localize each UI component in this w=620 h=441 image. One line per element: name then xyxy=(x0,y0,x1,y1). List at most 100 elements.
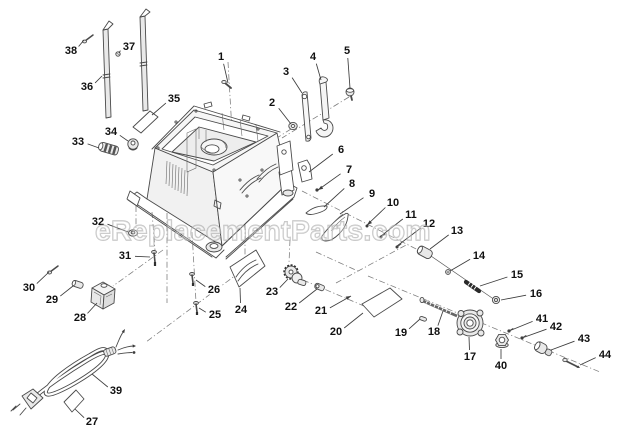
part-number-11: 11 xyxy=(405,209,417,221)
callout-leader-42 xyxy=(521,328,547,339)
part-29-spacer xyxy=(71,280,84,289)
part-14-washer xyxy=(445,269,451,275)
part-2-nut xyxy=(288,121,298,131)
part-number-16: 16 xyxy=(530,288,542,300)
part-33-roller xyxy=(98,142,120,156)
callout-leader-29 xyxy=(60,285,74,297)
callout-leader-23 xyxy=(279,278,289,288)
part-19-pin xyxy=(419,315,427,322)
callout-leader-38 xyxy=(78,39,85,47)
callout-leader-30 xyxy=(36,271,50,284)
guide-bar-right xyxy=(139,8,151,112)
callout-leader-44 xyxy=(579,357,596,366)
guide-bar-left xyxy=(102,20,114,119)
callout-leader-14 xyxy=(449,258,471,272)
part-number-10: 10 xyxy=(387,197,399,209)
cord-grommet xyxy=(103,346,117,357)
part-20-plate xyxy=(361,287,403,318)
part-number-22: 22 xyxy=(285,301,297,313)
part-number-6: 6 xyxy=(338,144,344,156)
part-1-screw xyxy=(221,79,232,89)
callout-leader-16 xyxy=(500,294,527,301)
callout-leader-19 xyxy=(408,318,421,330)
part-number-13: 13 xyxy=(451,225,463,237)
part-number-4: 4 xyxy=(310,51,317,63)
part-number-42: 42 xyxy=(550,321,562,333)
callout-leader-11 xyxy=(380,218,404,237)
part-number-19: 19 xyxy=(395,327,407,339)
callout-arrow-7 xyxy=(318,185,324,190)
part-number-34: 34 xyxy=(105,126,118,138)
part-28-switch-box xyxy=(90,281,116,310)
part-number-44: 44 xyxy=(599,349,612,361)
callout-leader-24 xyxy=(239,287,241,304)
callout-leader-32 xyxy=(107,223,129,233)
part-7-bolt xyxy=(315,188,319,192)
part-number-33: 33 xyxy=(72,136,84,148)
part-number-17: 17 xyxy=(464,351,476,363)
part-number-12: 12 xyxy=(423,218,435,230)
part-40-hex-nut xyxy=(495,333,509,349)
callout-arrow-21 xyxy=(345,296,351,300)
part-number-24: 24 xyxy=(235,304,248,316)
part-number-1: 1 xyxy=(218,51,224,63)
callout-leader-33 xyxy=(87,143,100,149)
part-25-bolt xyxy=(193,301,199,315)
part-9-guard-plate xyxy=(321,212,349,242)
part-number-37: 37 xyxy=(123,41,135,53)
label-plate-35 xyxy=(132,110,159,134)
part-24-slot-plate xyxy=(229,249,266,288)
callout-leader-9 xyxy=(339,197,364,215)
callout-leader-34 xyxy=(119,134,129,142)
callout-leader-17 xyxy=(468,336,470,351)
part-16-cap-nut xyxy=(491,295,501,305)
watermark-text: eReplacementParts.com xyxy=(95,215,431,246)
part-number-29: 29 xyxy=(46,294,58,306)
callout-arrow-10 xyxy=(367,220,372,225)
centerlines xyxy=(112,61,601,373)
callout-leader-6 xyxy=(308,153,334,173)
callout-leader-26 xyxy=(195,279,206,287)
part-8-strip xyxy=(305,205,328,215)
callout-leader-18 xyxy=(437,310,444,326)
part-number-36: 36 xyxy=(81,81,93,93)
main-housing xyxy=(126,101,298,260)
part-22-fitting xyxy=(314,282,325,292)
part-number-15: 15 xyxy=(511,269,523,281)
callout-leader-43 xyxy=(550,340,575,351)
callout-leader-5 xyxy=(347,57,351,89)
part-number-35: 35 xyxy=(168,93,180,105)
part-18-threaded-rod xyxy=(419,296,458,318)
callout-leader-8 xyxy=(323,188,345,208)
part-number-8: 8 xyxy=(349,178,355,190)
part-number-30: 30 xyxy=(23,282,35,294)
callout-leader-20 xyxy=(343,312,364,329)
callout-leader-3 xyxy=(291,77,303,94)
wire-leads xyxy=(115,329,136,355)
part-11-screw xyxy=(379,233,386,239)
part-number-18: 18 xyxy=(428,326,440,338)
callout-leader-28 xyxy=(87,302,98,314)
part-number-25: 25 xyxy=(209,309,221,321)
part-number-41: 41 xyxy=(536,313,548,325)
part-number-2: 2 xyxy=(269,97,275,109)
part-number-23: 23 xyxy=(266,286,278,298)
part-number-26: 26 xyxy=(208,284,220,296)
callout-leader-27 xyxy=(74,408,85,419)
part-number-9: 9 xyxy=(369,188,375,200)
callout-leader-13 xyxy=(429,234,449,250)
part-3-link-bar xyxy=(301,91,312,142)
callout-leader-25 xyxy=(198,307,207,313)
callout-leader-22 xyxy=(298,288,318,304)
part-number-28: 28 xyxy=(74,312,86,324)
part-number-21: 21 xyxy=(315,305,327,317)
callout-leader-12 xyxy=(396,227,422,247)
part-number-20: 20 xyxy=(330,326,342,338)
part-number-27: 27 xyxy=(86,416,98,428)
callout-leader-31 xyxy=(134,255,151,258)
callout-leader-2 xyxy=(278,107,292,125)
callout-leader-39 xyxy=(91,373,109,388)
part-26-bolt xyxy=(189,272,195,286)
part-15-spring xyxy=(463,279,482,294)
